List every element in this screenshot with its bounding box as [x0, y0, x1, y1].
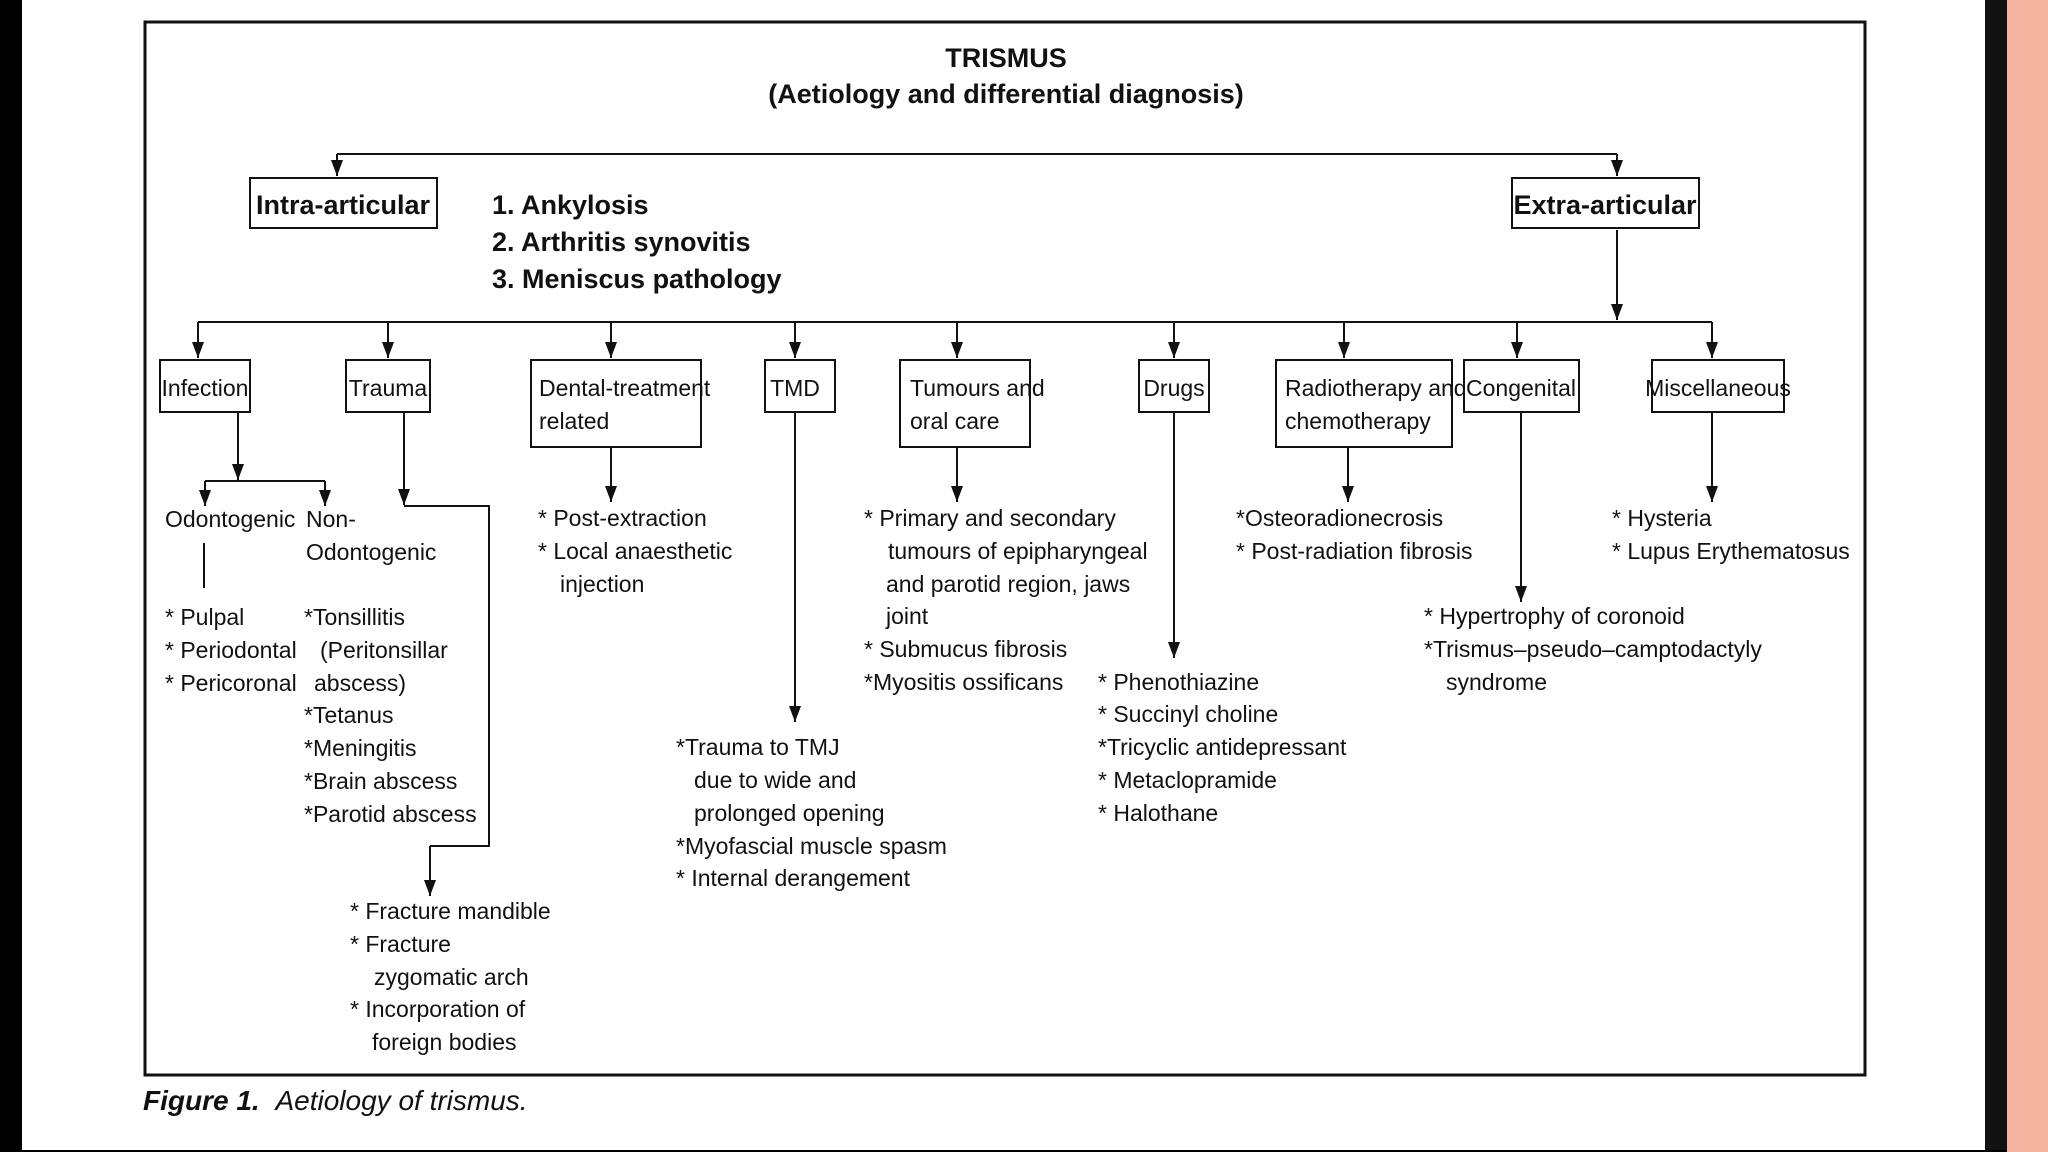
radiotherapy-label: chemotherapy [1285, 408, 1431, 434]
list-item: * Succinyl choline [1098, 701, 1278, 727]
list-item: *Trauma to TMJ [676, 734, 840, 760]
list-item: * Hysteria [1612, 505, 1712, 531]
list-item: *Osteoradionecrosis [1236, 505, 1443, 531]
miscellaneous-box [1651, 359, 1785, 413]
list-item: * Lupus Erythematosus [1612, 538, 1850, 564]
list-item: injection [560, 571, 644, 597]
list-item: * Post-radiation fibrosis [1236, 538, 1473, 564]
list-item: *Brain abscess [304, 768, 457, 794]
tmd-label: TMD [770, 375, 820, 401]
list-item: * Hypertrophy of coronoid [1424, 603, 1685, 629]
odontogenic-label: Odontogenic [165, 506, 295, 532]
list-item: prolonged opening [694, 800, 885, 826]
list-item: *Trismus–pseudo–camptodactyly [1424, 636, 1762, 662]
list-item: and parotid region, jaws [886, 571, 1130, 597]
infection-label: Infection [162, 375, 249, 401]
list-item: * Post-extraction [538, 505, 707, 531]
tumours-label: oral care [910, 408, 999, 434]
list-item: * Incorporation of [350, 996, 526, 1022]
intra-articular-box [249, 177, 438, 229]
list-item: foreign bodies [372, 1029, 517, 1055]
list-item: * Primary and secondary [864, 505, 1116, 531]
non-odontogenic-label: Non- [306, 506, 356, 532]
list-item: zygomatic arch [374, 964, 529, 990]
intra-item: 1. Ankylosis [492, 190, 649, 220]
infection-box [159, 359, 251, 413]
list-item: due to wide and [694, 767, 856, 793]
list-item: * Fracture mandible [350, 898, 551, 924]
list-item: *Myositis ossificans [864, 669, 1063, 695]
list-item: * Submucus fibrosis [864, 636, 1067, 662]
radiotherapy-box [1275, 359, 1453, 448]
tmd-box [764, 359, 836, 413]
congenital-box [1463, 359, 1580, 413]
list-item: *Tonsillitis [304, 604, 405, 630]
list-item: *Myofascial muscle spasm [676, 833, 947, 859]
connector-lines [192, 153, 1718, 896]
list-item: *Tricyclic antidepressant [1098, 734, 1347, 760]
list-item: *Tetanus [304, 702, 394, 728]
left-border [0, 0, 22, 1152]
figure-caption: Figure 1. Aetiology of trismus. [143, 1085, 528, 1116]
miscellaneous-label: Miscellaneous [1645, 375, 1791, 401]
tumours-label: Tumours and [910, 375, 1045, 401]
list-item: * Phenothiazine [1098, 669, 1259, 695]
drugs-box [1138, 359, 1210, 413]
list-item: * Fracture [350, 931, 451, 957]
dental-label: related [539, 408, 609, 434]
accent-stripe [2007, 0, 2048, 1152]
diagram-subtitle: (Aetiology and differential diagnosis) [768, 79, 1244, 109]
list-item: *Parotid abscess [304, 801, 477, 827]
list-item: (Peritonsillar [320, 637, 448, 663]
congenital-label: Congenital [1466, 375, 1576, 401]
trauma-label: Trauma [349, 375, 428, 401]
list-item: * Pericoronal [165, 670, 297, 696]
tumours-box [899, 359, 1031, 448]
bottom-border [0, 1150, 2007, 1152]
list-item: * Pulpal [165, 604, 244, 630]
diagram-title: TRISMUS [945, 43, 1067, 73]
non-odontogenic-label: Odontogenic [306, 539, 436, 565]
dental-label: Dental-treatment [539, 375, 711, 401]
intra-item: 3. Meniscus pathology [492, 264, 782, 294]
extra-articular-box [1511, 177, 1700, 229]
intra-articular-label: Intra-articular [256, 190, 431, 220]
drugs-label: Drugs [1143, 375, 1204, 401]
intra-item: 2. Arthritis synovitis [492, 227, 751, 257]
list-item: * Periodontal [165, 637, 297, 663]
diagram-frame [143, 20, 1867, 1077]
figure-text: Aetiology of trismus. [273, 1085, 527, 1116]
list-item: abscess) [314, 670, 406, 696]
right-border [1985, 0, 2007, 1152]
list-item: * Halothane [1098, 800, 1218, 826]
list-item: joint [885, 603, 929, 629]
dental-box [530, 359, 702, 448]
extra-articular-label: Extra-articular [1513, 190, 1697, 220]
list-item: *Meningitis [304, 735, 417, 761]
radiotherapy-label: Radiotherapy and [1285, 375, 1467, 401]
list-item: * Local anaesthetic [538, 538, 732, 564]
list-item: * Internal derangement [676, 865, 911, 891]
trauma-box [345, 359, 431, 413]
list-item: syndrome [1446, 669, 1547, 695]
list-item: tumours of epipharyngeal [888, 538, 1148, 564]
figure-label: Figure 1. [143, 1085, 260, 1116]
list-item: * Metaclopramide [1098, 767, 1277, 793]
